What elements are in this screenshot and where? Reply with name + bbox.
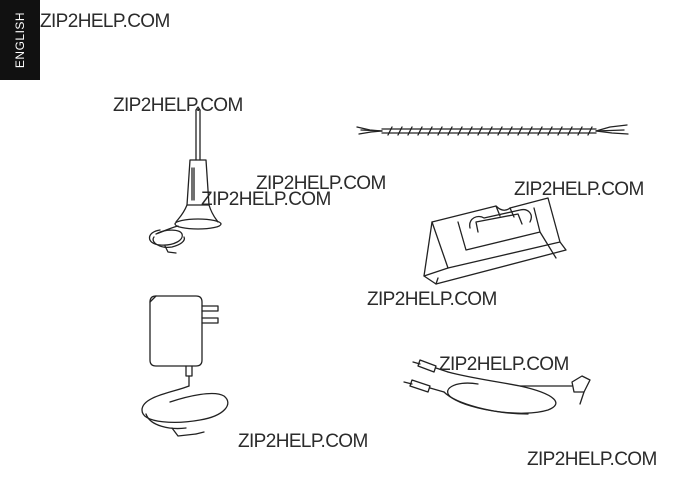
watermark: ZIP2HELP.COM <box>439 354 569 375</box>
language-tab: ENGLISH <box>0 0 40 80</box>
speaker-wire-illustration <box>356 124 629 136</box>
watermark: ZIP2HELP.COM <box>40 11 170 32</box>
watermark: ZIP2HELP.COM <box>238 431 368 452</box>
watermark: ZIP2HELP.COM <box>256 173 386 194</box>
watermark: ZIP2HELP.COM <box>514 179 644 200</box>
watermark: ZIP2HELP.COM <box>367 289 497 310</box>
antenna-illustration <box>148 106 222 254</box>
watermark: ZIP2HELP.COM <box>201 189 331 210</box>
power-adapter-illustration <box>141 295 229 437</box>
stand-illustration <box>423 197 567 285</box>
watermark: ZIP2HELP.COM <box>113 95 243 116</box>
watermark: ZIP2HELP.COM <box>527 449 657 470</box>
audio-cable-illustration <box>403 359 591 415</box>
